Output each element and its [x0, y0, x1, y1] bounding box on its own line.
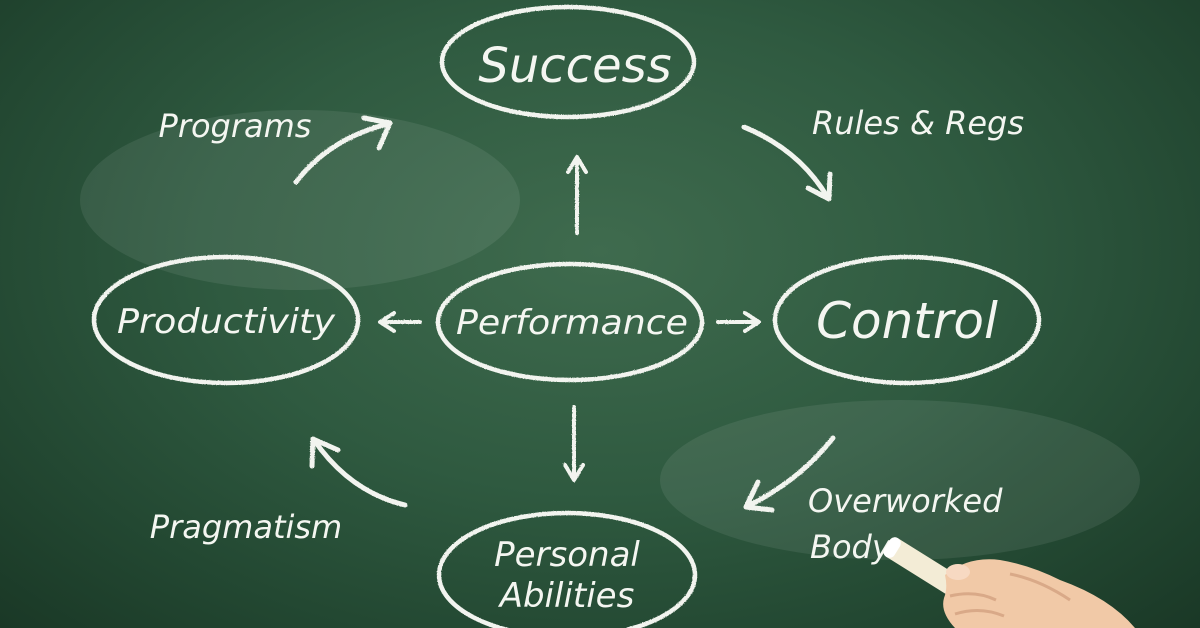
node-productivity: Productivity [117, 302, 336, 342]
performance-ellipse [435, 261, 705, 383]
edge-label-pragmatism: Pragmatism [150, 508, 342, 546]
curved-arrow-rules [741, 124, 833, 202]
hand-with-chalk [883, 537, 1135, 628]
arrow-to-control [716, 311, 761, 333]
arrow-to-personal-abilities [563, 405, 585, 482]
node-abilities-line2: Abilities [498, 576, 635, 616]
curved-arrow-pragmatism [309, 436, 408, 508]
edge-label-body: Body [810, 528, 892, 566]
node-control: Control [816, 292, 998, 350]
productivity-ellipse [91, 254, 361, 386]
arrow-to-success [566, 155, 588, 235]
curved-arrow-overworked [743, 435, 836, 513]
edge-label-overworked: Overworked [808, 482, 1003, 520]
node-personal-line1: Personal [494, 535, 640, 575]
arrow-to-productivity [378, 311, 422, 333]
edge-label-programs: Programs [159, 107, 312, 145]
node-performance: Performance [456, 303, 688, 343]
success-ellipse [439, 4, 697, 120]
node-success: Success [478, 38, 671, 94]
personal-abilities-ellipse [436, 510, 698, 628]
board-smudges [80, 110, 1140, 560]
control-ellipse [772, 254, 1042, 386]
curved-arrow-programs [293, 115, 393, 185]
edge-label-rules: Rules & Regs [812, 104, 1024, 142]
